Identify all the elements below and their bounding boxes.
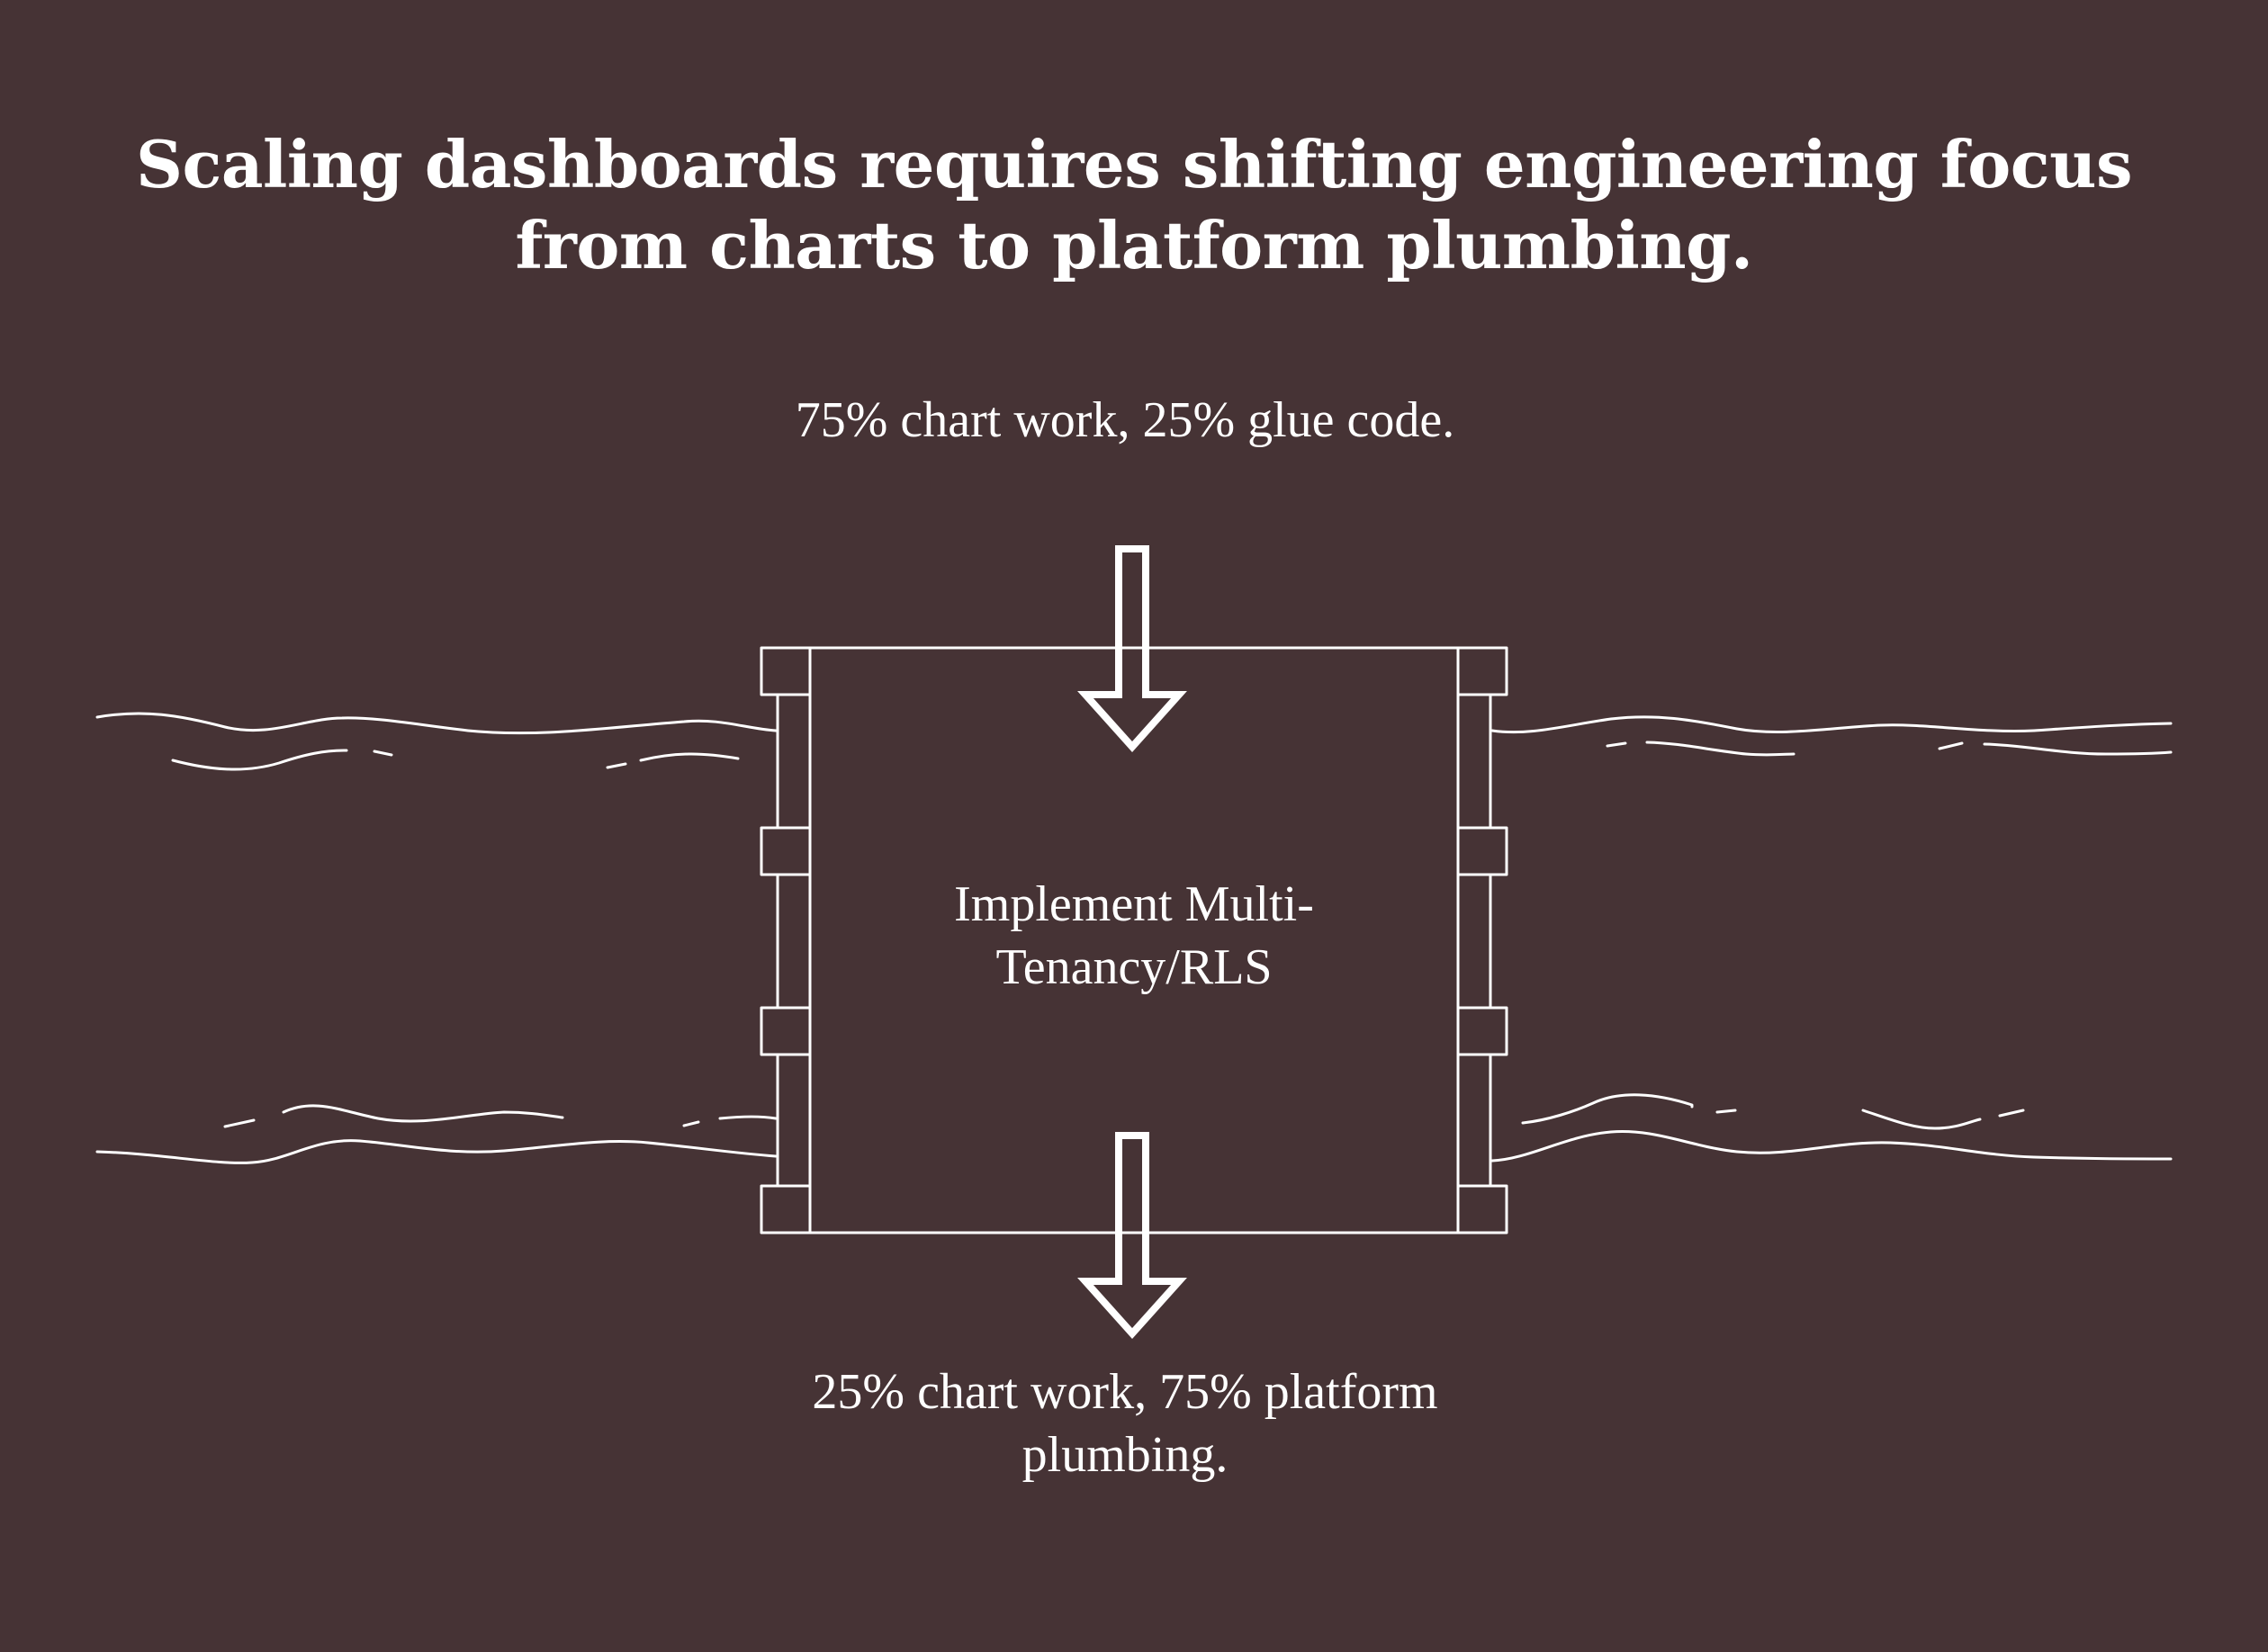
left-gate-wall bbox=[760, 646, 812, 1235]
input-arrow bbox=[1077, 545, 1187, 752]
input-label: 75% chart work, 25% glue code. bbox=[795, 392, 1455, 448]
left-lower-stream bbox=[95, 1104, 778, 1164]
right-upper-stream bbox=[1490, 715, 2173, 757]
process-label: Implement Multi-Tenancy/RLS bbox=[954, 876, 1314, 995]
output-label: 25% chart work, 75% platform plumbing. bbox=[812, 1364, 1438, 1483]
process-box bbox=[808, 646, 1460, 1235]
right-gate-wall bbox=[1456, 646, 1508, 1235]
output-arrow bbox=[1077, 1132, 1187, 1339]
diagram-title: Scaling dashboards requires shifting eng… bbox=[135, 126, 2133, 283]
right-lower-stream bbox=[1490, 1093, 2173, 1163]
left-upper-stream bbox=[95, 712, 778, 771]
